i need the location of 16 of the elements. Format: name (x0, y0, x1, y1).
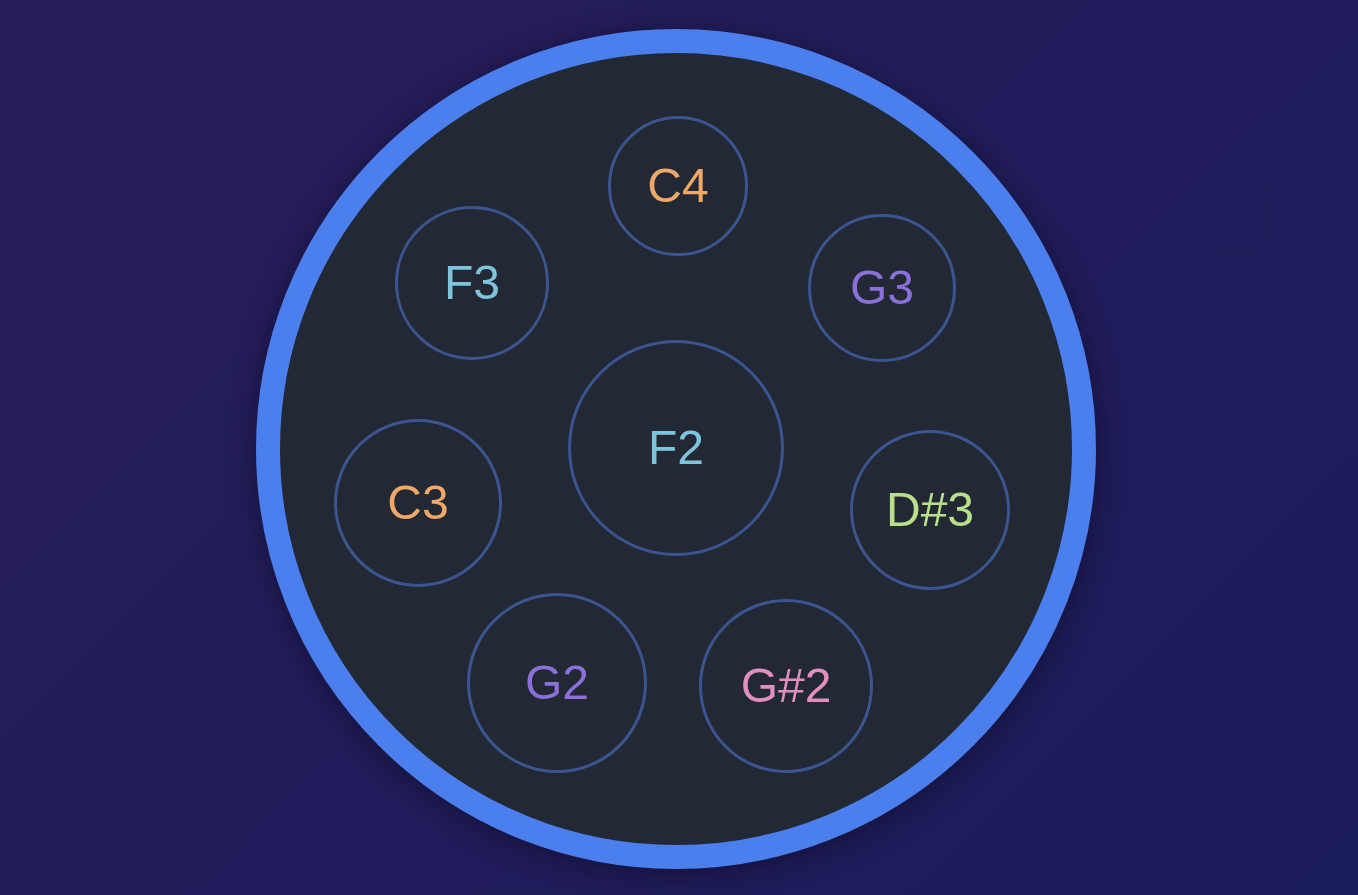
tone-field-circle (467, 593, 647, 773)
tone-field-circle (699, 599, 873, 773)
tone-field-circle (608, 116, 748, 256)
note-label: G#2 (740, 662, 832, 710)
tone-field-circle (850, 430, 1010, 590)
tone-field-circle (808, 214, 956, 362)
tone-field-circle (395, 206, 549, 360)
tone-field-circle (334, 419, 502, 587)
note-label: D#3 (885, 486, 975, 534)
tone-field-circle (568, 340, 784, 556)
note-label: G2 (525, 659, 589, 707)
note-label: C4 (647, 162, 709, 210)
note-label: C3 (387, 479, 449, 527)
note-label: G3 (850, 264, 914, 312)
note-label: F3 (444, 259, 500, 307)
note-label: F2 (648, 424, 704, 472)
